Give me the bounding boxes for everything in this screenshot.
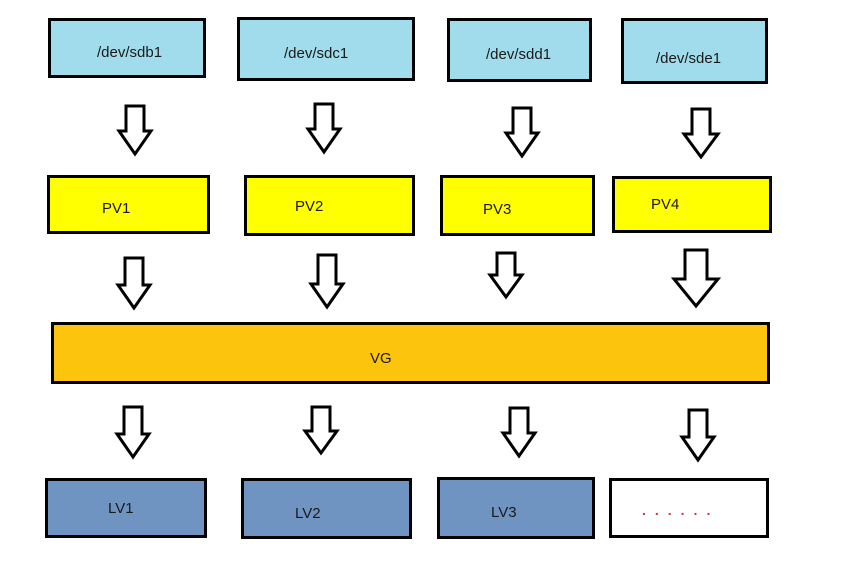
pv1-label: PV1 (102, 200, 131, 217)
arrow-down-icon (114, 405, 152, 460)
arrow-down-icon (681, 107, 721, 160)
device-sdb1-label: /dev/sdb1 (97, 44, 163, 61)
more-lv-placeholder-dots: ...... (642, 502, 720, 518)
device-sdc1-label: /dev/sdc1 (284, 45, 349, 62)
arrow-down-icon (679, 408, 717, 463)
arrow-down-icon (115, 256, 153, 311)
arrow-down-icon (503, 106, 541, 159)
device-sdd1-box: /dev/sdd1 (447, 18, 592, 82)
lv2-label: LV2 (295, 505, 321, 522)
arrow-down-icon (500, 406, 538, 459)
pv3-label: PV3 (483, 201, 512, 218)
device-sdc1-box: /dev/sdc1 (237, 17, 415, 81)
pv2-label: PV2 (295, 198, 324, 215)
arrow-down-icon (308, 253, 346, 310)
arrow-down-icon (670, 248, 722, 309)
pv2-box: PV2 (244, 175, 415, 236)
device-sde1-box: /dev/sde1 (621, 18, 768, 84)
lv1-box: LV1 (45, 478, 207, 538)
lv1-label: LV1 (108, 500, 134, 517)
volume-group-box: VG (51, 322, 770, 384)
lv3-box: LV3 (437, 477, 595, 539)
arrow-down-icon (487, 251, 525, 300)
arrow-down-icon (302, 405, 340, 456)
pv1-box: PV1 (47, 175, 210, 234)
device-sdb1-box: /dev/sdb1 (48, 18, 206, 78)
device-sde1-label: /dev/sde1 (656, 50, 722, 67)
pv4-box: PV4 (612, 176, 772, 233)
lv3-label: LV3 (491, 504, 517, 521)
arrow-down-icon (116, 104, 154, 157)
arrow-down-icon (305, 102, 343, 155)
pv4-label: PV4 (651, 196, 680, 213)
pv3-box: PV3 (440, 175, 595, 236)
more-lv-placeholder-box: ...... (609, 478, 769, 538)
lv2-box: LV2 (241, 478, 412, 539)
volume-group-label: VG (370, 350, 392, 367)
device-sdd1-label: /dev/sdd1 (486, 46, 552, 63)
